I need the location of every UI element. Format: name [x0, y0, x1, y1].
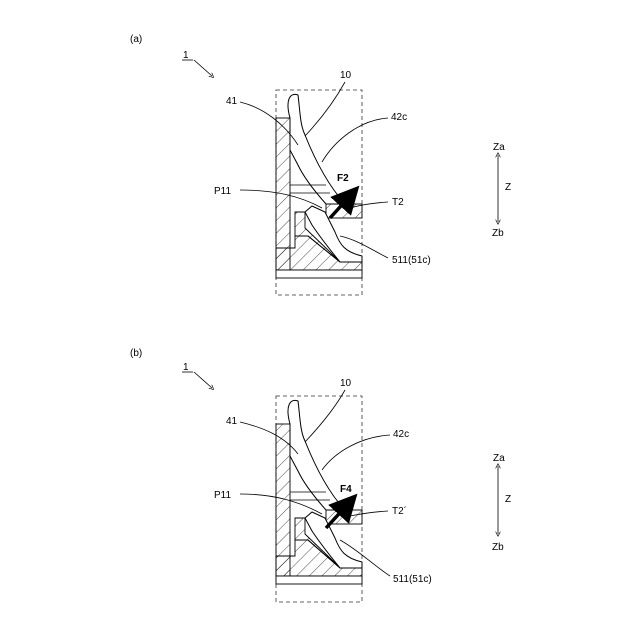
ref-p11-label: P11	[214, 490, 231, 501]
ref-t-label: T2	[392, 197, 404, 208]
panel-label: (a)	[130, 34, 142, 45]
ref-1-arrow	[194, 60, 212, 76]
axis-bottom-label: Zb	[492, 228, 504, 239]
ref-511-label: 511(51c)	[393, 574, 432, 585]
ref-42c-label: 42c	[391, 112, 407, 123]
panel-label: (b)	[130, 348, 142, 359]
axis-top-label: Za	[493, 453, 505, 464]
force-label: F4	[340, 484, 352, 495]
axis-bottom-label: Zb	[492, 542, 504, 553]
ref-1-arrow	[194, 372, 212, 388]
ref-41-label: 41	[226, 96, 238, 107]
ref-1-label: 1	[183, 362, 189, 373]
ref-10-leader	[305, 390, 345, 442]
ref-41-label: 41	[226, 416, 238, 427]
ref-t-label: T2´	[392, 505, 407, 517]
ref-p11-label: P11	[214, 186, 231, 197]
axis-mid-label: Z	[505, 182, 511, 193]
force-label: F2	[337, 173, 349, 184]
panel-a: (a) 1 F2 10 41 42c P11	[130, 34, 511, 295]
ref-42c-leader	[322, 118, 388, 162]
panel-b: (b) 1 F4 10 41 42c P11 T2´ 511(51c) Za Z…	[130, 348, 511, 602]
ref-42c-label: 42c	[393, 429, 409, 440]
ref-1-label: 1	[183, 50, 189, 61]
member-10	[288, 94, 345, 204]
ref-10-label: 10	[340, 378, 352, 389]
axis-mid-label: Z	[505, 494, 511, 505]
ref-10-label: 10	[340, 70, 352, 81]
base-band	[276, 576, 362, 584]
ref-511-label: 511(51c)	[392, 255, 431, 266]
axis-top-label: Za	[493, 142, 505, 153]
ref-42c-leader	[322, 435, 390, 470]
base-band	[276, 270, 362, 278]
